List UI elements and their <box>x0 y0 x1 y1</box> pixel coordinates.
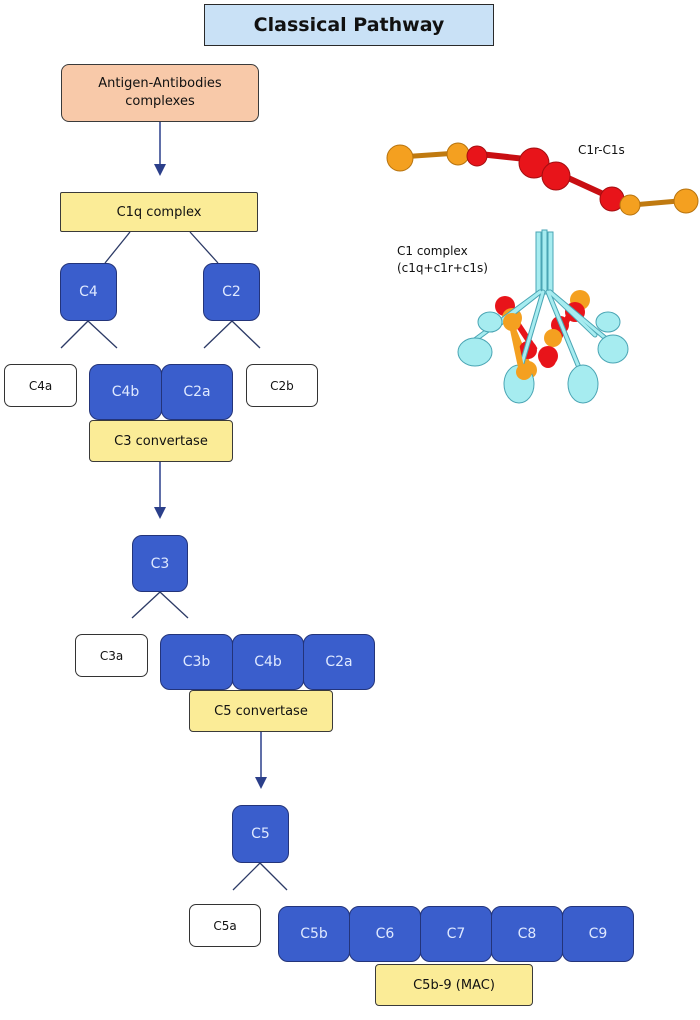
line-c1q-to-c2 <box>189 231 219 264</box>
line-c4-split-left <box>60 320 89 349</box>
c2a-fragment: C2a <box>303 634 375 690</box>
c5a-fragment: C5a <box>189 904 261 947</box>
line-c3-split-left <box>131 591 161 619</box>
c3-convertase-node: C3 convertase <box>89 420 233 462</box>
line-c3-split-right <box>159 591 189 619</box>
line-c5-split-right <box>259 862 288 891</box>
c1r-node <box>518 147 550 179</box>
page-title: Classical Pathway <box>204 4 494 46</box>
c5b-node: C5b <box>278 906 350 962</box>
c4b-fragment: C4b <box>89 364 162 420</box>
c6-node: C6 <box>349 906 421 962</box>
c4b-fragment: C4b <box>232 634 304 690</box>
c1s-node <box>619 194 641 216</box>
line-c1q-to-c4 <box>104 231 131 264</box>
c1-complex-label: C1 complex (c1q+c1r+c1s) <box>397 243 488 277</box>
c1r-c1s-label: C1r-C1s <box>578 143 625 157</box>
c4a-fragment: C4a <box>4 364 77 407</box>
c1-complex-label-line2: (c1q+c1r+c1s) <box>397 261 488 275</box>
c4-node: C4 <box>60 263 117 321</box>
line-c2-split-right <box>231 320 261 349</box>
c3a-fragment: C3a <box>75 634 148 677</box>
line-c5-split-left <box>232 862 261 891</box>
c1r-node <box>541 161 571 191</box>
c1r-node <box>466 145 488 167</box>
c8-node: C8 <box>491 906 563 962</box>
c5-convertase-node: C5 convertase <box>189 690 333 732</box>
c2b-fragment: C2b <box>246 364 318 407</box>
c9-node: C9 <box>562 906 634 962</box>
mac-complex-node: C5b-9 (MAC) <box>375 964 533 1006</box>
c1s-node <box>446 142 470 166</box>
c1r-c1s-illustration <box>386 142 699 216</box>
c5-node: C5 <box>232 805 289 863</box>
c1-complex-illustration <box>457 229 629 404</box>
c3-node: C3 <box>132 535 188 592</box>
c1-complex-label-line1: C1 complex <box>397 244 468 258</box>
c2a-fragment: C2a <box>161 364 233 420</box>
line-c4-split-right <box>87 320 118 349</box>
c1s-node <box>386 144 414 172</box>
c1q-complex-node: C1q complex <box>60 192 258 232</box>
c1s-node <box>673 188 699 214</box>
line-c2-split-left <box>203 320 233 349</box>
c2-node: C2 <box>203 263 260 321</box>
c7-node: C7 <box>420 906 492 962</box>
c3b-fragment: C3b <box>160 634 233 690</box>
antigen-antibody-complexes-node: Antigen-Antibodies complexes <box>61 64 259 122</box>
